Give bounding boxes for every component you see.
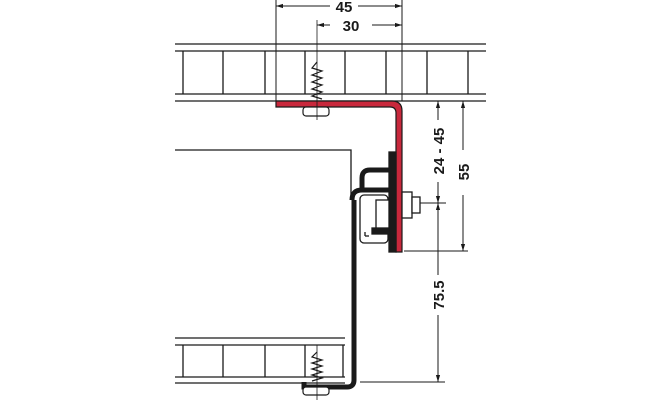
top-panel xyxy=(175,43,486,102)
dimension-24-45: 24 - 45 xyxy=(431,128,448,175)
dimension-75-5: 75.5 xyxy=(431,280,448,309)
screw-icon xyxy=(309,345,325,400)
dimension-30: 30 xyxy=(343,18,360,35)
dimension-55: 55 xyxy=(456,164,473,181)
runner-mechanism xyxy=(349,151,421,253)
dimension-45: 45 xyxy=(336,0,353,16)
drawer-box xyxy=(175,149,357,396)
dimension-lines xyxy=(275,0,468,383)
screw-icon xyxy=(310,20,324,120)
